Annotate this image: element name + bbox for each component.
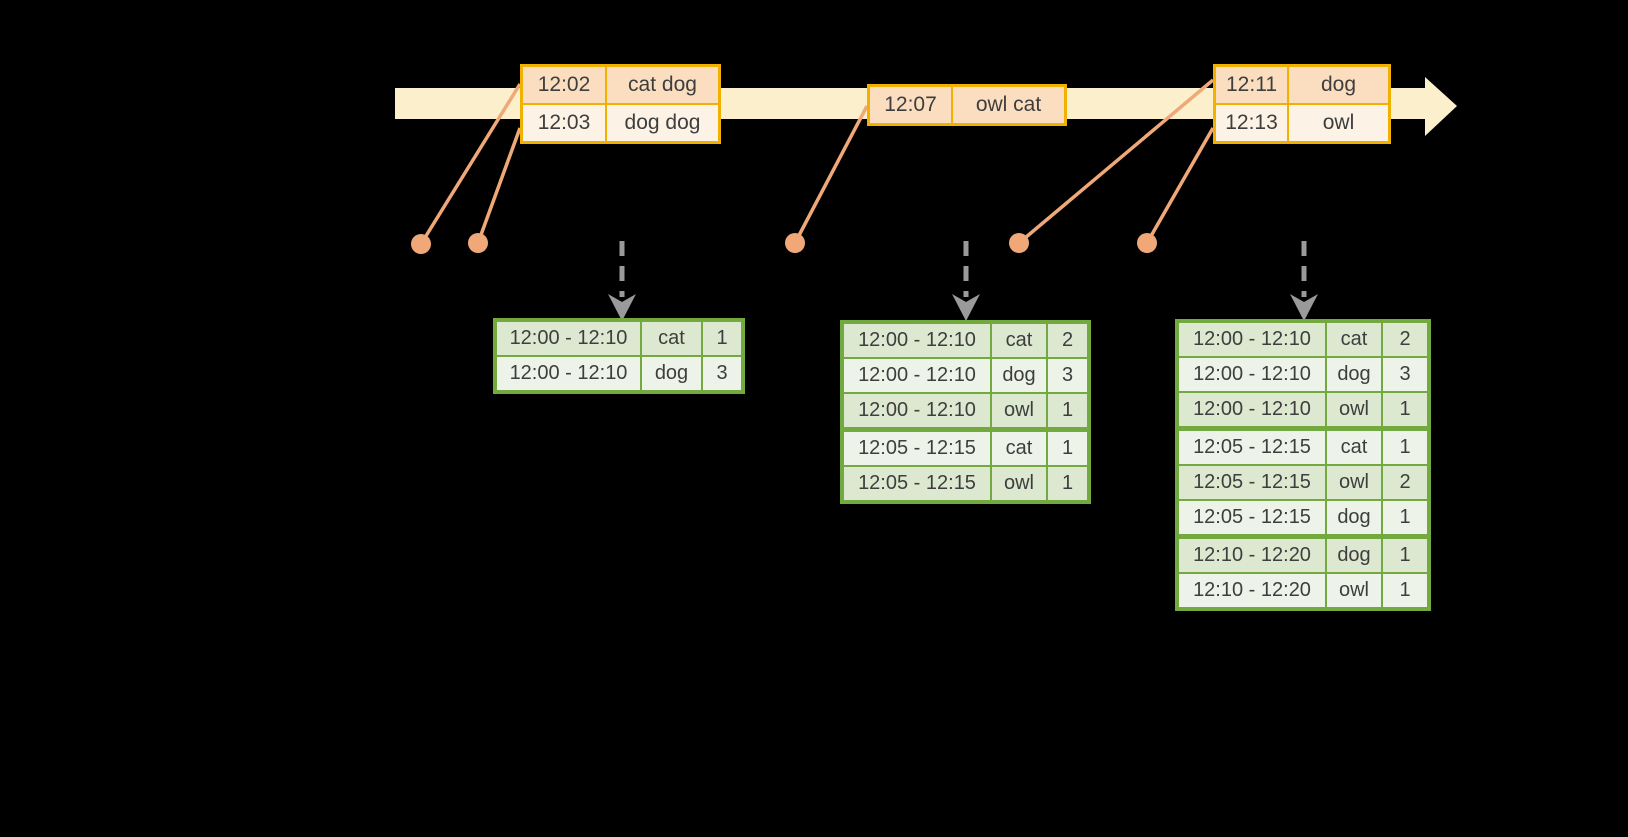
window-cell: 12:10 - 12:20 bbox=[1179, 574, 1325, 607]
count-cell: 1 bbox=[1048, 432, 1087, 465]
trigger-arrowhead-icon bbox=[952, 294, 980, 321]
words-cell: owl cat bbox=[953, 87, 1064, 123]
window-cell: 12:00 - 12:10 bbox=[844, 324, 990, 357]
word-cell: dog bbox=[1327, 539, 1381, 572]
event-connector-line bbox=[793, 105, 869, 244]
count-cell: 1 bbox=[703, 322, 741, 355]
count-cell: 3 bbox=[1383, 358, 1427, 391]
word-cell: dog bbox=[1327, 501, 1381, 534]
event-connector-line bbox=[1017, 78, 1215, 245]
word-cell: cat bbox=[1327, 323, 1381, 356]
count-cell: 3 bbox=[703, 357, 741, 390]
window-cell: 12:00 - 12:10 bbox=[844, 359, 990, 392]
time-cell: 12:11 bbox=[1216, 67, 1287, 103]
words-cell: cat dog bbox=[607, 67, 718, 103]
event-time-dot bbox=[468, 233, 488, 253]
event-time-dot bbox=[1137, 233, 1157, 253]
time-cell: 12:02 bbox=[523, 67, 605, 103]
window-cell: 12:05 - 12:15 bbox=[1179, 466, 1325, 499]
count-cell: 1 bbox=[1383, 574, 1427, 607]
count-cell: 3 bbox=[1048, 359, 1087, 392]
window-cell: 12:00 - 12:10 bbox=[1179, 323, 1325, 356]
words-cell: dog bbox=[1289, 67, 1388, 103]
window-cell: 12:00 - 12:10 bbox=[1179, 358, 1325, 391]
word-cell: owl bbox=[1327, 574, 1381, 607]
word-cell: owl bbox=[992, 467, 1046, 500]
window-cell: 12:10 - 12:20 bbox=[1179, 539, 1325, 572]
event-time-dot bbox=[1009, 233, 1029, 253]
time-cell: 12:03 bbox=[523, 105, 605, 141]
count-cell: 1 bbox=[1383, 501, 1427, 534]
window-cell: 12:05 - 12:15 bbox=[1179, 431, 1325, 464]
word-cell: cat bbox=[1327, 431, 1381, 464]
count-cell: 1 bbox=[1048, 467, 1087, 500]
event-connector-lines bbox=[419, 78, 1215, 245]
words-cell: owl bbox=[1289, 105, 1388, 141]
count-cell: 1 bbox=[1048, 394, 1087, 427]
window-cell: 12:00 - 12:10 bbox=[497, 357, 640, 390]
window-cell: 12:00 - 12:10 bbox=[844, 394, 990, 427]
event-time-dots bbox=[411, 233, 1157, 254]
window-cell: 12:05 - 12:15 bbox=[1179, 501, 1325, 534]
window-cell: 12:05 - 12:15 bbox=[844, 467, 990, 500]
time-cell: 12:13 bbox=[1216, 105, 1287, 141]
event-time-dot bbox=[785, 233, 805, 253]
word-cell: owl bbox=[1327, 466, 1381, 499]
count-cell: 1 bbox=[1383, 393, 1427, 426]
word-cell: owl bbox=[992, 394, 1046, 427]
word-cell: cat bbox=[992, 324, 1046, 357]
word-cell: owl bbox=[1327, 393, 1381, 426]
trigger-arrowhead-icon bbox=[608, 294, 636, 321]
window-cell: 12:05 - 12:15 bbox=[844, 432, 990, 465]
trigger-arrowhead-icon bbox=[1290, 294, 1318, 321]
event-connector-line bbox=[419, 83, 522, 245]
word-cell: dog bbox=[992, 359, 1046, 392]
word-cell: dog bbox=[1327, 358, 1381, 391]
word-cell: dog bbox=[642, 357, 701, 390]
word-cell: cat bbox=[642, 322, 701, 355]
event-connector-line bbox=[476, 127, 522, 244]
trigger-arrows bbox=[619, 241, 1307, 297]
timeline-arrowhead-icon bbox=[1425, 77, 1457, 136]
window-cell: 12:00 - 12:10 bbox=[1179, 393, 1325, 426]
event-connector-line bbox=[1145, 127, 1215, 244]
window-cell: 12:00 - 12:10 bbox=[497, 322, 640, 355]
count-cell: 2 bbox=[1383, 466, 1427, 499]
count-cell: 2 bbox=[1383, 323, 1427, 356]
time-cell: 12:07 bbox=[870, 87, 951, 123]
count-cell: 1 bbox=[1383, 539, 1427, 572]
word-cell: cat bbox=[992, 432, 1046, 465]
count-cell: 1 bbox=[1383, 431, 1427, 464]
words-cell: dog dog bbox=[607, 105, 718, 141]
count-cell: 2 bbox=[1048, 324, 1087, 357]
event-time-dot bbox=[411, 234, 431, 254]
trigger-arrowheads bbox=[608, 294, 1318, 321]
